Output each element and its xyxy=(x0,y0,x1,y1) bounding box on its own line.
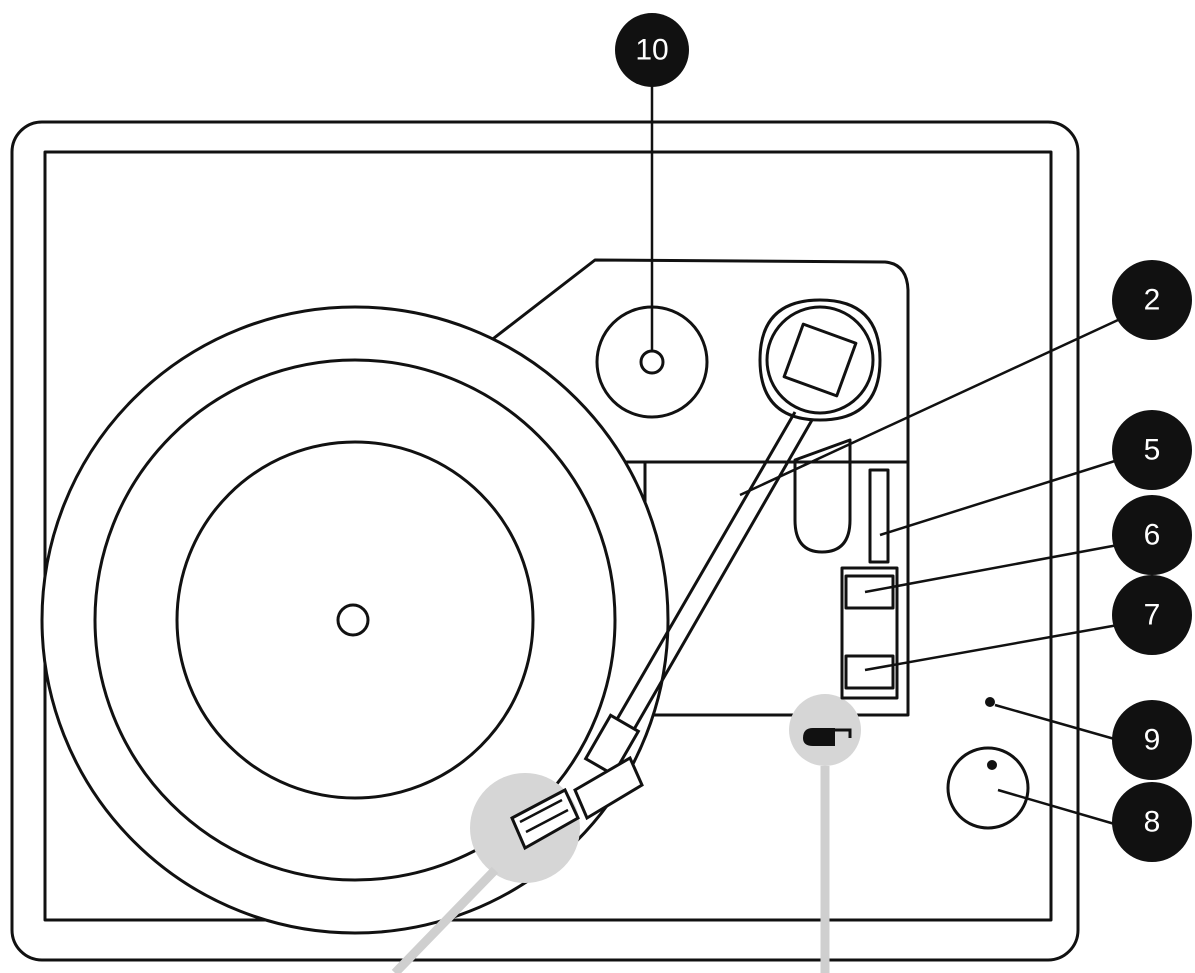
cartridge-headshell xyxy=(510,755,644,851)
inner-panel xyxy=(43,150,1053,922)
volume-knob xyxy=(946,746,1030,830)
cartridge-leader xyxy=(391,866,499,973)
switch-upper xyxy=(844,574,895,610)
outer-case xyxy=(10,120,1080,962)
callout-5-label: 5 xyxy=(1144,434,1161,467)
platter-record xyxy=(93,358,617,882)
switch-lower xyxy=(844,654,895,690)
callout-2-label: 2 xyxy=(1144,284,1161,317)
tonearm xyxy=(583,411,814,777)
leader-7 xyxy=(864,623,1119,672)
control-switch-block xyxy=(840,566,899,700)
leader-5 xyxy=(879,458,1119,537)
callout-7: 7 xyxy=(1112,575,1192,655)
callout-5: 5 xyxy=(1112,410,1192,490)
callout-8: 8 xyxy=(1112,782,1192,862)
switch-housing xyxy=(840,566,899,700)
callout-7-label: 7 xyxy=(1144,599,1161,632)
indicator-light xyxy=(985,697,995,707)
callout-6-label: 6 xyxy=(1144,519,1161,552)
callout-8-label: 8 xyxy=(1144,806,1161,839)
speed-switch xyxy=(868,468,890,564)
leader-2 xyxy=(739,318,1119,497)
tonearm-pivot xyxy=(758,298,882,422)
callout-10-label: 10 xyxy=(635,34,668,67)
tonearm-rest xyxy=(793,438,852,554)
spindle xyxy=(336,603,370,637)
callout-6: 6 xyxy=(1112,495,1192,575)
platter-label xyxy=(175,440,535,800)
callout-2: 2 xyxy=(1112,260,1192,340)
stylus-icon xyxy=(803,728,852,746)
leader-8 xyxy=(997,788,1119,827)
callout-10: 10 xyxy=(615,13,689,87)
callout-9: 9 xyxy=(1112,700,1192,780)
callout-9-label: 9 xyxy=(1144,724,1161,757)
leader-9 xyxy=(994,703,1119,742)
leader-6 xyxy=(864,543,1119,594)
